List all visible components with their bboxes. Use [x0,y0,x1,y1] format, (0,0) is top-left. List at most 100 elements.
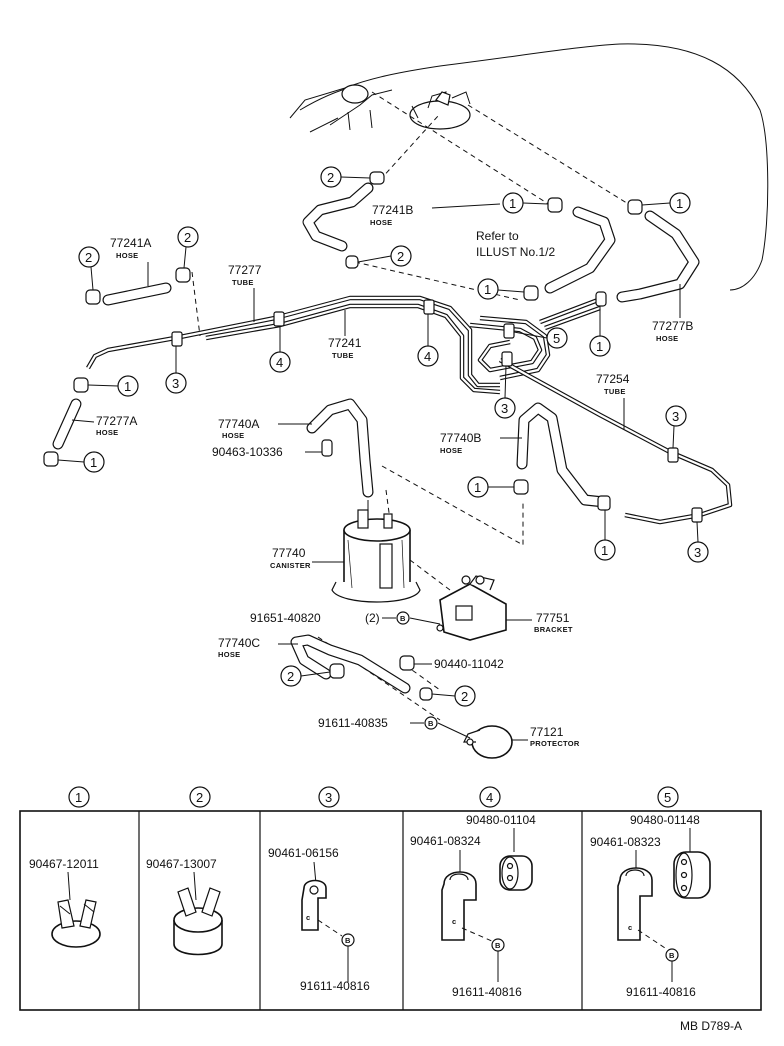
svg-text:1: 1 [601,543,608,558]
label-77241B: 77241B [372,203,413,217]
legend-header-5: 5 [657,786,679,808]
svg-text:c: c [452,917,456,926]
svg-text:5: 5 [553,331,560,346]
svg-text:HOSE: HOSE [222,431,244,440]
legend-2-part: 90467-13007 [146,857,217,871]
tube-clamp-4-drawing: c [441,871,477,941]
legend-header-4: 4 [479,786,501,808]
legend-4-bolt: 91611-40816 [452,985,522,999]
svg-text:1: 1 [90,455,97,470]
svg-text:3: 3 [672,409,679,424]
svg-text:B: B [669,951,675,960]
label-90463-10336: 90463-10336 [212,445,283,459]
svg-text:HOSE: HOSE [218,650,240,659]
svg-text:3: 3 [325,790,332,805]
svg-text:c: c [628,923,632,932]
svg-text:HOSE: HOSE [96,428,118,437]
svg-text:(2): (2) [365,611,380,625]
label-91611-40835: 91611-40835 [318,716,388,730]
svg-text:HOSE: HOSE [656,334,678,343]
svg-text:3: 3 [172,376,179,391]
label-77277B: 77277B [652,319,693,333]
svg-text:5: 5 [664,790,671,805]
svg-text:HOSE: HOSE [370,218,392,227]
svg-text:2: 2 [85,250,92,265]
canister-77740 [331,500,421,603]
label-77254: 77254 [596,372,630,386]
svg-text:3: 3 [694,545,701,560]
svg-text:c: c [306,913,310,922]
legend-5-bolt: 91611-40816 [626,985,696,999]
legend-5-cushion: 90480-01148 [630,813,700,827]
svg-text:1: 1 [509,196,516,211]
refer-line-2: ILLUST No.1/2 [476,245,555,259]
label-77277: 77277 [228,263,262,277]
label-90440-11042: 90440-11042 [434,657,504,671]
tubes [86,295,733,525]
hose-clamp-2-drawing [173,887,223,956]
refer-line-1: Refer to [476,229,519,243]
protector-77121 [463,725,513,759]
legend-3-clamp: 90461-06156 [268,846,339,860]
legend-header-2: 2 [189,786,211,808]
legend-5-clamp: 90461-08323 [590,835,661,849]
svg-text:4: 4 [424,349,431,364]
legend-header-1: 1 [68,786,90,808]
svg-text:PROTECTOR: PROTECTOR [530,739,580,748]
legend-3-bolt: 91611-40816 [300,979,370,993]
cushion-5-drawing [673,851,711,899]
svg-text:2: 2 [461,689,468,704]
svg-text:2: 2 [196,790,203,805]
svg-text:B: B [495,941,501,950]
part-labels: 77241B HOSE 77241A HOSE 77277 TUBE 77241… [71,203,693,748]
label-91651-40820: 91651-40820 [250,611,321,625]
label-77751: 77751 [536,611,570,625]
svg-text:1: 1 [474,480,481,495]
bracket-77751 [436,575,507,641]
tube-clamp-3-drawing: c [301,879,327,931]
label-77277A: 77277A [96,414,137,428]
svg-text:CANISTER: CANISTER [270,561,311,570]
svg-text:HOSE: HOSE [440,446,462,455]
svg-text:1: 1 [124,379,131,394]
svg-text:B: B [345,936,351,945]
svg-text:1: 1 [596,339,603,354]
label-77740C: 77740C [218,636,260,650]
dashed-leaders [191,91,631,721]
legend-4-cushion: 90480-01104 [466,813,536,827]
label-77740: 77740 [272,546,306,560]
label-77241A: 77241A [110,236,151,250]
svg-text:BRACKET: BRACKET [534,625,573,634]
hose-clamp-1-drawing [51,899,101,948]
legend-4-clamp: 90461-08324 [410,834,481,848]
label-77121: 77121 [530,725,564,739]
svg-text:2: 2 [397,249,404,264]
tube-clamp-5-drawing: c [617,867,653,941]
legend-1-part: 90467-12011 [29,857,99,871]
svg-text:2: 2 [287,669,294,684]
label-77241: 77241 [328,336,362,350]
svg-text:3: 3 [501,401,508,416]
svg-text:2: 2 [327,170,334,185]
svg-text:B: B [428,719,434,728]
diagram-code: MB D789-A [680,1019,742,1033]
svg-text:HOSE: HOSE [116,251,138,260]
svg-text:TUBE: TUBE [332,351,354,360]
cushion-4-drawing [499,855,533,891]
label-77740A: 77740A [218,417,259,431]
legend-table: 1 2 3 4 5 90467-12011 90467-13007 90461-… [19,786,762,1011]
label-77740B: 77740B [440,431,481,445]
svg-text:2: 2 [184,230,191,245]
svg-text:B: B [400,614,406,623]
legend-header-3: 3 [318,786,340,808]
hoses [52,182,700,694]
svg-text:1: 1 [676,196,683,211]
svg-text:1: 1 [75,790,82,805]
callout-markers: 2 1 1 2 2 2 1 5 1 3 4 4 1 [57,166,709,707]
svg-text:4: 4 [276,355,283,370]
svg-text:TUBE: TUBE [604,387,626,396]
svg-text:4: 4 [486,790,493,805]
svg-text:1: 1 [484,282,491,297]
fuel-tank-outline [289,43,769,291]
